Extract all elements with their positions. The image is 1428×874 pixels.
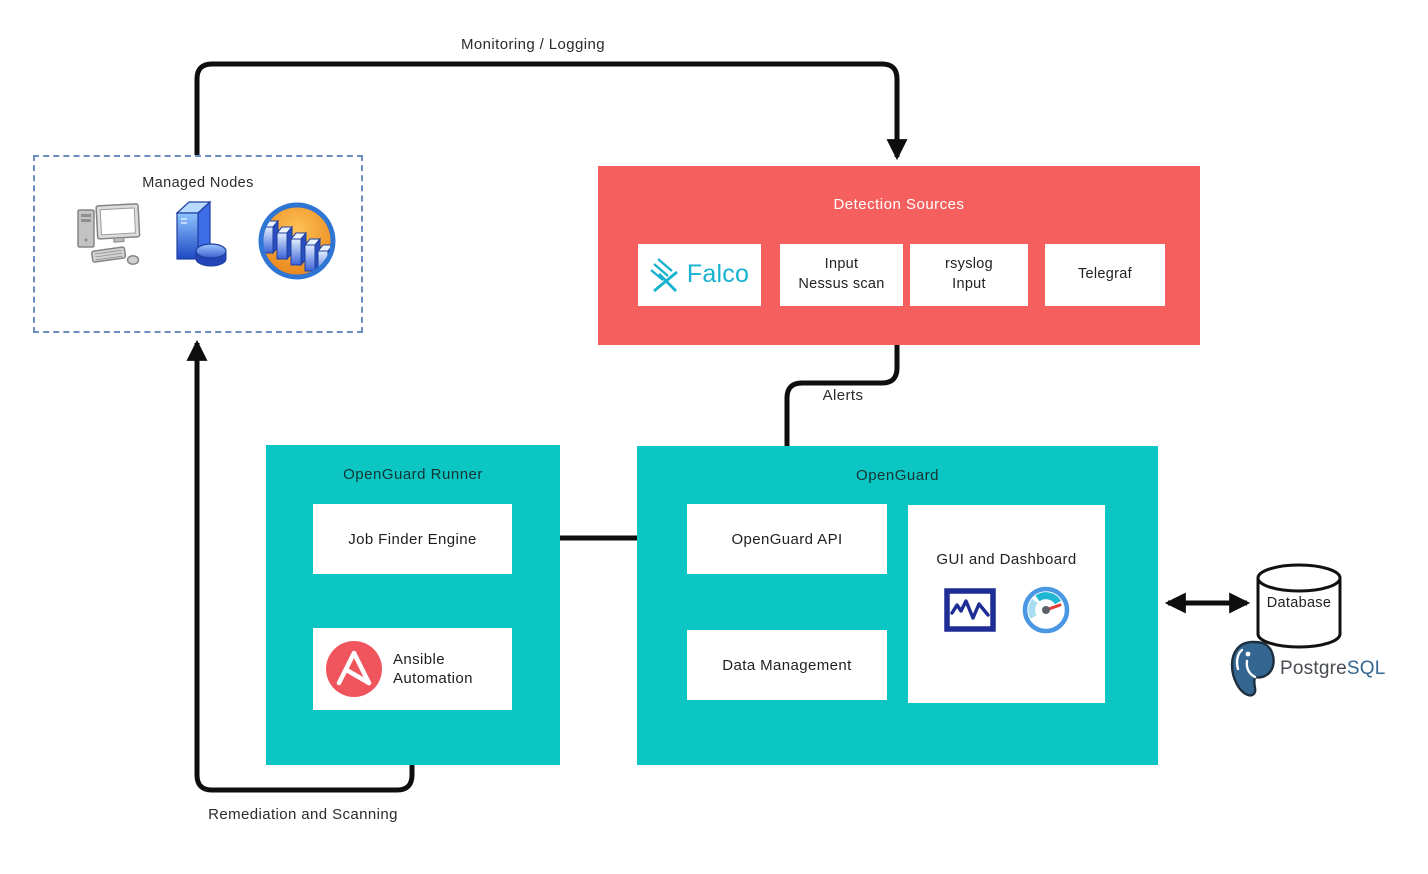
managed-nodes-title: Managed Nodes	[142, 175, 254, 191]
telegraf-node: Telegraf	[1045, 244, 1165, 306]
line-chart-icon	[943, 588, 996, 632]
ansible-automation-node: Ansible Automation	[313, 628, 512, 710]
detection-sources-title: Detection Sources	[833, 196, 965, 213]
postgresql-wordmark: PostgreSQL	[1280, 658, 1386, 680]
gui-dashboard-icons	[943, 586, 1070, 634]
detection-sources-group: Detection Sources Falco Input Nessus sca…	[598, 166, 1200, 345]
database-label: Database	[1266, 595, 1332, 611]
falco-logo-icon	[650, 258, 678, 293]
postgresql-text-suffix: SQL	[1346, 658, 1386, 679]
gui-dashboard-title: GUI and Dashboard	[936, 551, 1077, 568]
openguard-title: OpenGuard	[856, 467, 939, 484]
server-cluster-icon	[258, 202, 336, 280]
postgresql-elephant-icon	[1230, 640, 1275, 697]
falco-brand-text: Falco	[686, 260, 750, 289]
postgresql-logo: PostgreSQL	[1228, 640, 1386, 698]
openguard-runner-title: OpenGuard Runner	[343, 466, 483, 483]
ansible-label: Ansible Automation	[393, 650, 473, 688]
gauge-icon	[1022, 586, 1069, 634]
desktop-computer-icon	[77, 203, 141, 265]
server-with-disk-icon	[175, 200, 227, 267]
data-management-node: Data Management	[687, 630, 887, 700]
database-cylinder-icon	[1256, 563, 1342, 649]
ansible-logo-icon	[326, 641, 382, 697]
monitoring-logging-label: Monitoring / Logging	[461, 36, 605, 53]
openguard-runner-group: OpenGuard Runner Job Finder Engine Ansib…	[266, 445, 560, 765]
gui-dashboard-node: GUI and Dashboard	[908, 505, 1105, 703]
postgresql-text-prefix: Postgre	[1280, 658, 1347, 679]
nessus-input-node: Input Nessus scan	[780, 244, 903, 306]
managed-nodes-group: Managed Nodes	[33, 155, 363, 333]
rsyslog-input-node: rsyslog Input	[910, 244, 1028, 306]
openguard-group: OpenGuard OpenGuard API Data Management …	[637, 446, 1158, 765]
falco-node: Falco	[638, 244, 761, 306]
alerts-label: Alerts	[822, 387, 864, 404]
remediation-scanning-label: Remediation and Scanning	[208, 806, 398, 823]
job-finder-engine-node: Job Finder Engine	[313, 504, 512, 574]
openguard-api-node: OpenGuard API	[687, 504, 887, 574]
arrow-monitoring-logging	[194, 61, 908, 161]
